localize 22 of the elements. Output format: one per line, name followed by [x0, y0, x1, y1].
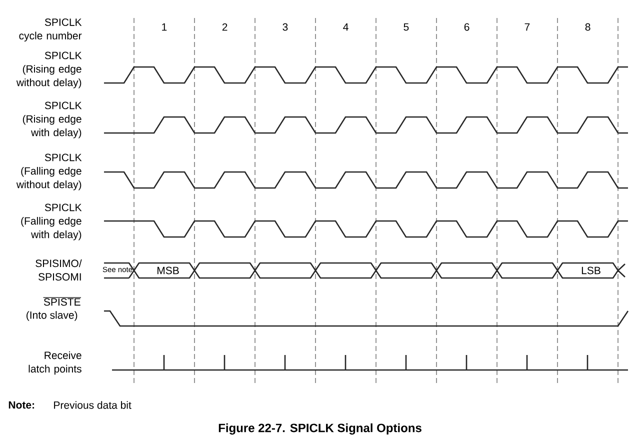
signal-label: (Into slave) [26, 311, 78, 321]
signal-label: SPICLK cycle number [19, 18, 82, 42]
cycle-number: 3 [282, 23, 288, 31]
signal-label: SPICLK (Rising edge without delay) [16, 52, 82, 88]
note-text: Previous data bit [54, 401, 132, 409]
bus-value-label: MSB [158, 266, 179, 274]
cycle-number: 8 [585, 23, 590, 31]
signal-label: SPICLK (Falling edge without delay) [16, 154, 82, 190]
signal-label: Receive latch points [28, 351, 82, 375]
cycle-number: 2 [222, 23, 228, 31]
signal-label: SPISIMO/ SPISOMI [36, 259, 82, 281]
cycle-number: 6 [464, 23, 470, 31]
cycle-number: 5 [404, 23, 409, 31]
figure-caption: Figure 22-7. SPICLK Signal Options [218, 423, 422, 435]
signal-label: SPISTE [42, 297, 82, 306]
cycle-number: 1 [162, 23, 167, 31]
signal-label: SPICLK (Rising edge with delay) [22, 102, 82, 138]
cycle-number: 7 [524, 23, 530, 31]
note-label: Note: [8, 401, 34, 409]
bus-value-label: LSB [582, 266, 600, 274]
signal-label: SPICLK (Falling edge with delay) [21, 204, 82, 240]
cycle-number: 4 [343, 23, 348, 31]
